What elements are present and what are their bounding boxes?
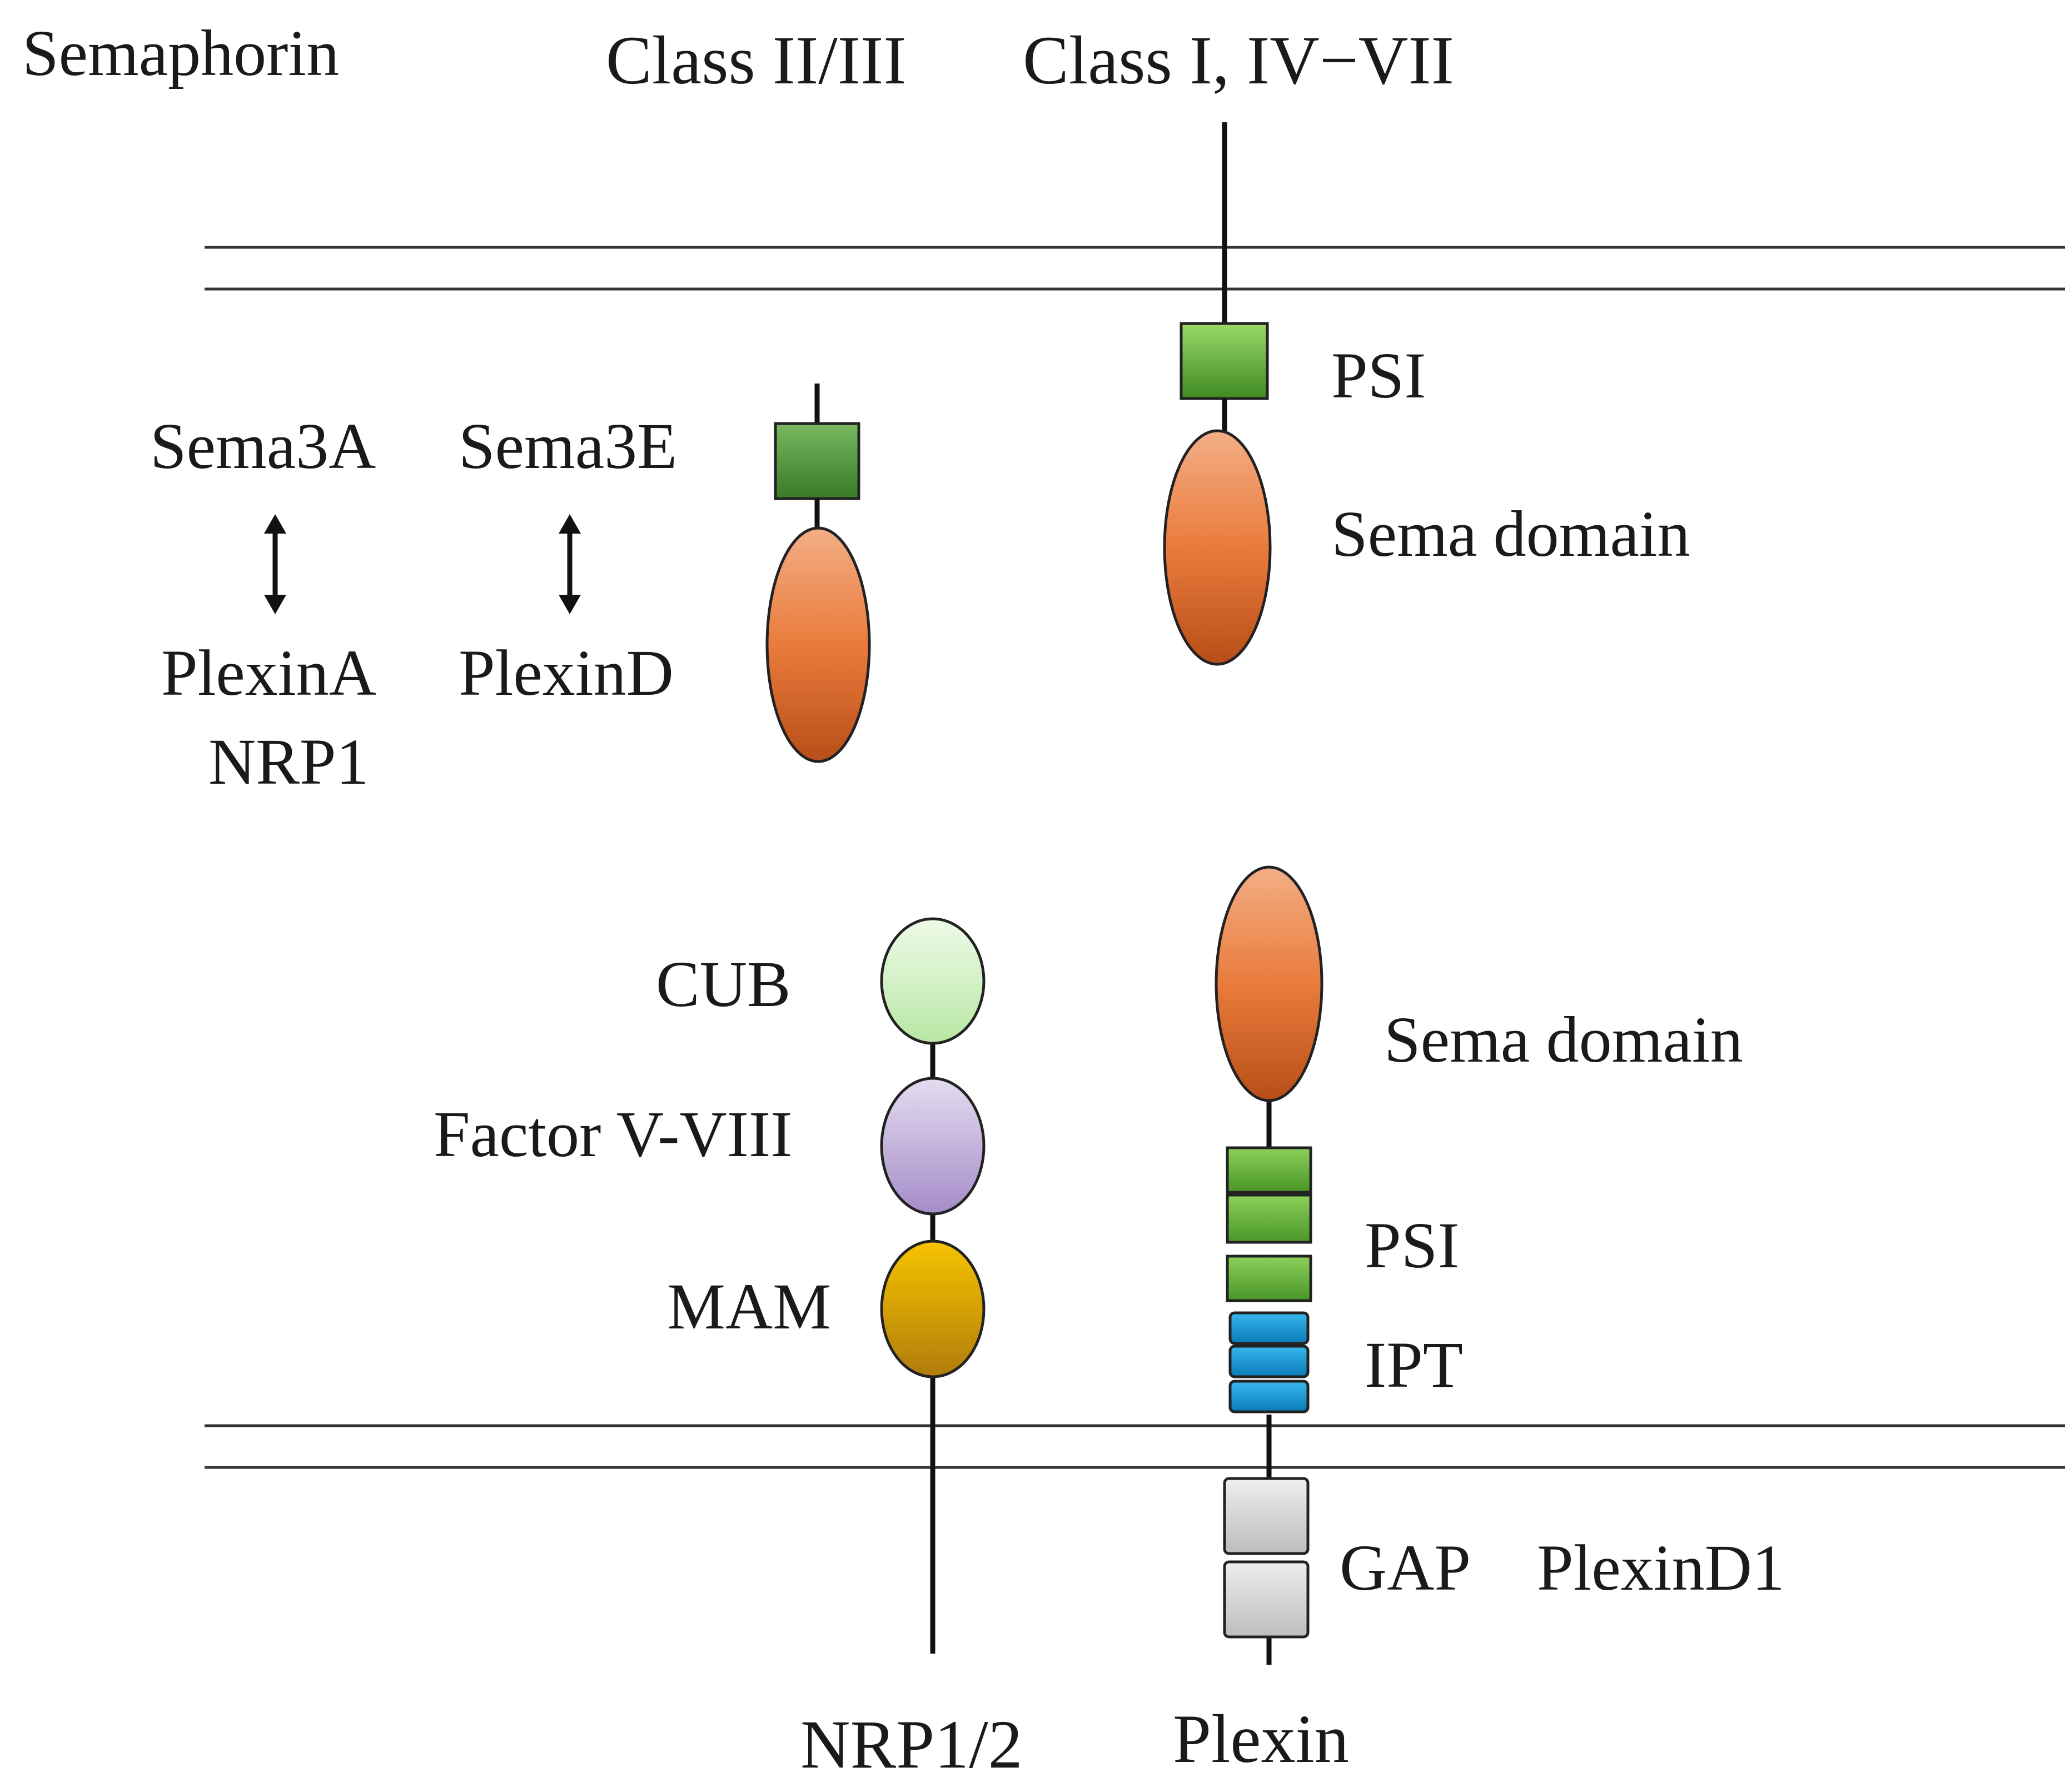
top-membrane [205,246,2065,291]
ipt-label: IPT [1365,1328,1463,1401]
psi-label-top: PSI [1331,339,1426,412]
cub-domain [880,917,986,1045]
class-ii-iii-label: Class II/III [606,22,907,98]
mam-label: MAM [667,1270,831,1343]
sema-domain-label-top: Sema domain [1331,497,1690,570]
gap-domain-2 [1223,1560,1310,1639]
nrp-receptor [880,917,986,1654]
factor-v-viii-label: Factor V-VIII [434,1098,793,1171]
psi-domain-top [1180,322,1269,400]
sema-domain-plexin [1215,865,1323,1102]
secreted-semaphorin [765,384,871,763]
nrp12-label: NRP1/2 [800,1706,1023,1783]
psi-domain-3 [1226,1255,1312,1302]
mam-domain [880,1240,986,1378]
plexina-label: PlexinA [161,636,376,709]
semaphorin-title: Semaphorin [22,17,339,89]
gap-label: GAP [1340,1531,1471,1604]
cub-label: CUB [656,948,791,1021]
ipt-domain-3 [1228,1380,1310,1413]
sema3a-label: Sema3A [150,410,376,482]
sema3e-label: Sema3E [459,410,677,482]
psi-domain-1 [1226,1146,1312,1194]
plexin-receptor [1215,865,1323,1665]
plexin-label: Plexin [1173,1701,1349,1777]
plexind1-label: PlexinD1 [1537,1531,1785,1604]
sema3a-plexina-arrow [264,514,286,614]
ipt-domain-1 [1228,1311,1310,1345]
membrane-semaphorin [1163,122,1272,666]
sema-domain-top [1163,429,1272,666]
psi-label-plexin: PSI [1365,1209,1460,1282]
sema-domain-secreted [765,526,871,763]
class-i-iv-vii-label: Class I, IV−VII [1023,22,1454,98]
nrp1-label: NRP1 [208,725,369,798]
gap-domain-1 [1223,1477,1310,1555]
psi-domain-2 [1226,1193,1312,1244]
psi-domain-secreted [774,422,860,500]
bottom-membrane [205,1424,2065,1469]
ipt-domain-2 [1228,1345,1310,1378]
sema3e-plexind-arrow [559,514,581,614]
plexind-label: PlexinD [459,636,674,709]
factor-v-viii-domain [880,1077,986,1216]
sema-domain-label-plexin: Sema domain [1384,1003,1743,1076]
